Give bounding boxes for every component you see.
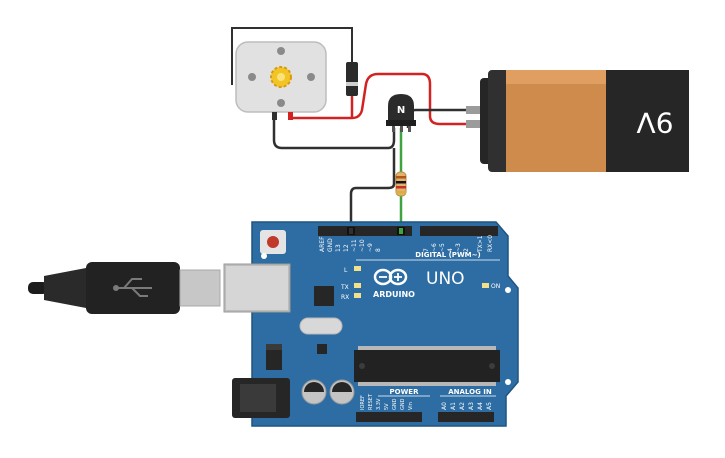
usb-cable[interactable] bbox=[28, 262, 221, 314]
pin-label-11: ~11 bbox=[351, 239, 358, 252]
pin-label-13: 13 bbox=[335, 244, 342, 252]
analog-pin-labels: A0 A1 A2 A3 A4 A5 bbox=[441, 402, 493, 410]
led-rx-label: RX bbox=[341, 294, 349, 301]
pin-label-2: 2 bbox=[463, 248, 470, 252]
pin-label-aref: AREF bbox=[319, 236, 326, 252]
reset-button[interactable] bbox=[260, 230, 286, 254]
battery-9v[interactable]: 9V bbox=[466, 70, 689, 172]
digital-header[interactable] bbox=[318, 226, 498, 236]
battery-label: 9V bbox=[637, 106, 674, 139]
pin-label-a5: A5 bbox=[486, 402, 493, 410]
pin-label-5: ~5 bbox=[439, 243, 446, 252]
pin-label-12: 12 bbox=[343, 244, 350, 252]
battery-terminal-positive[interactable] bbox=[466, 106, 486, 114]
voltage-regulator bbox=[266, 350, 282, 370]
wire-red-motor-to-battery[interactable] bbox=[291, 72, 470, 126]
pin-label-gnd-1: GND bbox=[392, 398, 398, 410]
mounting-hole bbox=[261, 253, 267, 259]
pin-label-a4: A4 bbox=[477, 402, 484, 410]
capacitor-1 bbox=[301, 379, 327, 405]
pin-label-9: ~9 bbox=[367, 243, 374, 252]
pin-label-a2: A2 bbox=[459, 402, 466, 410]
pin-label-gnd-2: GND bbox=[400, 398, 406, 410]
pin-label-7: 7 bbox=[423, 248, 430, 252]
motor-terminal-red[interactable] bbox=[288, 112, 293, 120]
pin-label-vin: Vin bbox=[408, 402, 414, 410]
arduino-logo-icon bbox=[373, 268, 408, 286]
dc-motor[interactable] bbox=[235, 41, 327, 120]
battery-terminal-negative[interactable] bbox=[466, 120, 486, 128]
capacitor-2 bbox=[329, 379, 355, 405]
resistor-band-4 bbox=[396, 191, 406, 194]
arduino-model-label: UNO bbox=[426, 269, 465, 289]
mounting-hole bbox=[505, 379, 511, 385]
resistor[interactable] bbox=[395, 171, 407, 197]
transistor-label: N bbox=[397, 105, 405, 116]
pin-label-ioref: IOREF bbox=[360, 395, 366, 410]
led-l-label: L bbox=[344, 267, 348, 274]
dc-power-jack[interactable] bbox=[232, 378, 290, 418]
motor-screw-left bbox=[248, 73, 256, 81]
top-pin-labels: AREF GND 13 12 ~11 ~10 ~9 8 7 ~6 ~5 4 ~3… bbox=[319, 235, 494, 253]
motor-gear-icon bbox=[270, 66, 292, 88]
digital-header-label: DIGITAL (PWM~) bbox=[415, 251, 480, 259]
pin-label-3v3: 3.3V bbox=[376, 398, 382, 410]
wire-black-motor-loop[interactable] bbox=[272, 118, 396, 150]
pin-label-a0: A0 bbox=[441, 402, 448, 410]
usb-chip bbox=[314, 286, 334, 306]
wire-black-gnd[interactable] bbox=[349, 148, 396, 230]
usb-symbol-icon bbox=[116, 278, 152, 297]
pin-label-3: ~3 bbox=[455, 243, 462, 252]
led-on-label: ON bbox=[491, 283, 500, 290]
chip-pins bbox=[358, 346, 496, 386]
pin-label-gnd: GND bbox=[327, 238, 334, 252]
wire-black-transistor-battery[interactable] bbox=[406, 108, 470, 128]
small-chip bbox=[317, 344, 327, 354]
resistor-band-2 bbox=[396, 181, 406, 184]
motor-screw-top bbox=[277, 47, 285, 55]
pin-label-reset: RESET bbox=[368, 393, 374, 410]
arduino-uno-board[interactable]: AREF GND 13 12 ~11 ~10 ~9 8 7 ~6 ~5 4 ~3… bbox=[223, 221, 519, 427]
pin-label-6: ~6 bbox=[431, 243, 438, 252]
diode-cathode-band bbox=[346, 82, 358, 86]
motor-screw-right bbox=[307, 73, 315, 81]
diode[interactable] bbox=[346, 62, 358, 96]
onboard-leds: L TX RX ON bbox=[340, 266, 500, 301]
motor-screw-bottom bbox=[277, 99, 285, 107]
pin-label-4: 4 bbox=[447, 248, 454, 252]
led-tx-label: TX bbox=[340, 284, 349, 291]
pin-label-a1: A1 bbox=[450, 402, 457, 410]
pin-label-a3: A3 bbox=[468, 402, 475, 410]
wire-end-pin9 bbox=[399, 228, 403, 234]
motor-terminal-black[interactable] bbox=[272, 112, 277, 120]
arduino-brand-label: ARDUINO bbox=[373, 290, 415, 299]
analog-header[interactable] bbox=[438, 412, 494, 422]
mounting-hole bbox=[505, 287, 511, 293]
resistor-band-3 bbox=[396, 186, 406, 189]
pin-label-5v: 5V bbox=[384, 403, 390, 410]
power-header[interactable] bbox=[356, 412, 422, 422]
pin-label-1: TX>1 bbox=[477, 235, 484, 253]
power-header-label: POWER bbox=[390, 388, 420, 396]
crystal bbox=[299, 317, 343, 335]
pin-label-8: 8 bbox=[375, 248, 382, 252]
power-pin-labels: IOREF RESET 3.3V 5V GND GND Vin bbox=[360, 393, 414, 410]
pin-label-10: ~10 bbox=[359, 239, 366, 252]
wire-end-gnd bbox=[349, 228, 353, 234]
pin-label-0: RX<0 bbox=[487, 235, 494, 252]
npn-transistor[interactable]: N bbox=[386, 94, 416, 132]
resistor-band-1 bbox=[396, 176, 406, 179]
microcontroller-chip bbox=[354, 350, 500, 382]
analog-header-label: ANALOG IN bbox=[448, 388, 492, 396]
